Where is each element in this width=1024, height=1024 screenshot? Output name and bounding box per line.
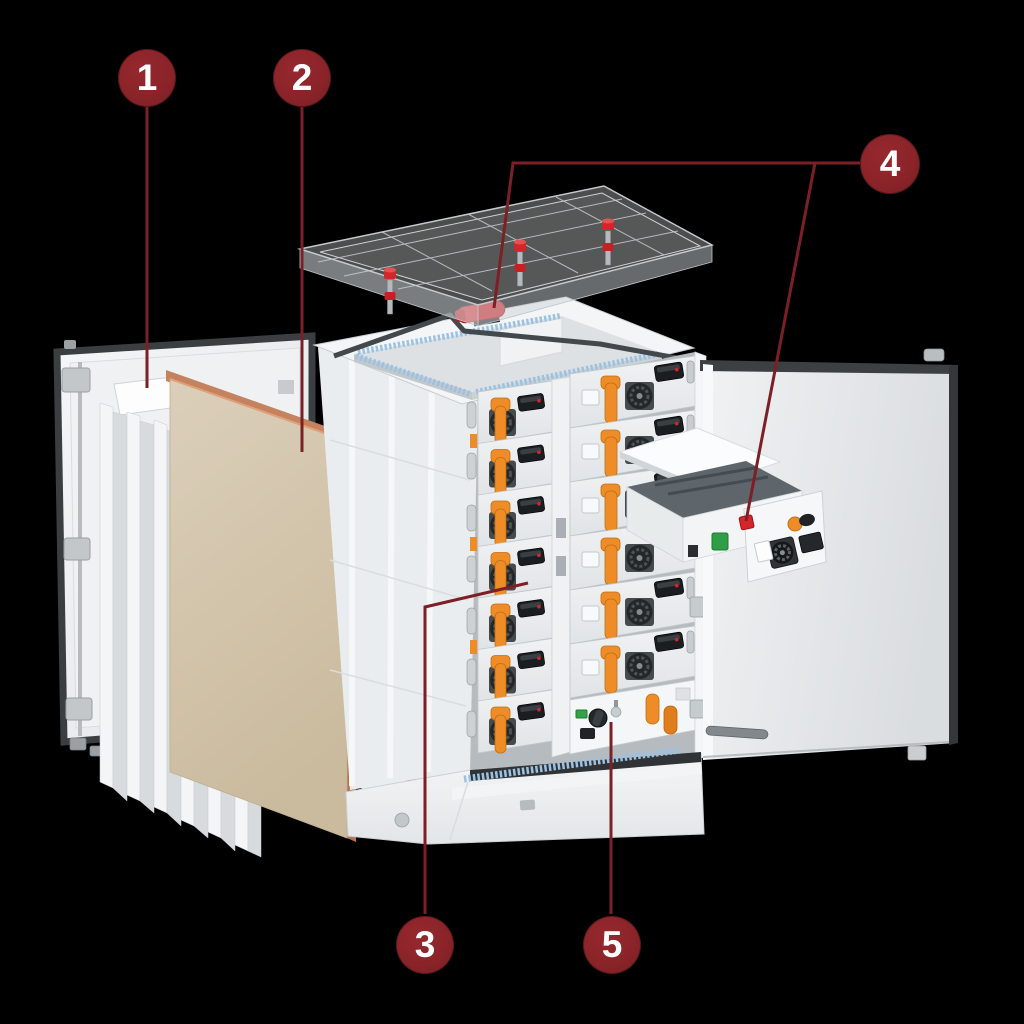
leader-line-4a [492, 161, 860, 309]
callout-4: 4 [860, 134, 920, 194]
door-vent [278, 380, 294, 394]
terminal-strip-bottom [463, 746, 681, 783]
right-door-frame-right [949, 365, 958, 745]
leader-line-4b [744, 162, 817, 522]
power-indicator [575, 709, 588, 719]
right-door [700, 348, 958, 761]
callout-3: 3 [396, 916, 454, 974]
callout-2-label: 2 [291, 56, 313, 98]
cabinet-base [345, 746, 705, 845]
door-hinge-pin [64, 340, 76, 349]
control-module [569, 679, 696, 755]
callout-1: 1 [118, 49, 176, 107]
leader-lines [145, 106, 860, 914]
drawer-tray-top [627, 461, 802, 518]
base-latch [519, 799, 536, 811]
callout-2: 2 [273, 49, 331, 107]
right-door-foot [907, 745, 927, 761]
base-plug [394, 812, 410, 828]
terminal-strips-top [355, 313, 659, 397]
callout-1-label: 1 [136, 56, 158, 98]
battery-module-column-left [476, 379, 554, 755]
cover-pin [514, 239, 526, 287]
cabinet [312, 296, 707, 845]
top-cover [297, 185, 715, 327]
callout-4-label: 4 [879, 142, 901, 184]
center-mullion [551, 376, 571, 758]
door-hinge-cap [923, 348, 945, 362]
right-door-handle [705, 725, 769, 740]
coolant-pipe [333, 312, 689, 363]
drawer-safety-marker [738, 514, 755, 531]
callout-5-label: 5 [601, 923, 623, 965]
door-hinges [61, 367, 93, 721]
cover-pin [602, 218, 614, 266]
drawer-breaker-green [711, 532, 729, 551]
cabinet-left-wall [318, 347, 478, 790]
callout-5: 5 [583, 916, 641, 974]
leader-line-3 [423, 581, 529, 914]
right-door-frame-top [700, 360, 958, 374]
rack-handles [466, 401, 477, 738]
cover-pin [384, 267, 396, 315]
callout-3-label: 3 [414, 923, 436, 965]
control-drawer [618, 427, 827, 583]
